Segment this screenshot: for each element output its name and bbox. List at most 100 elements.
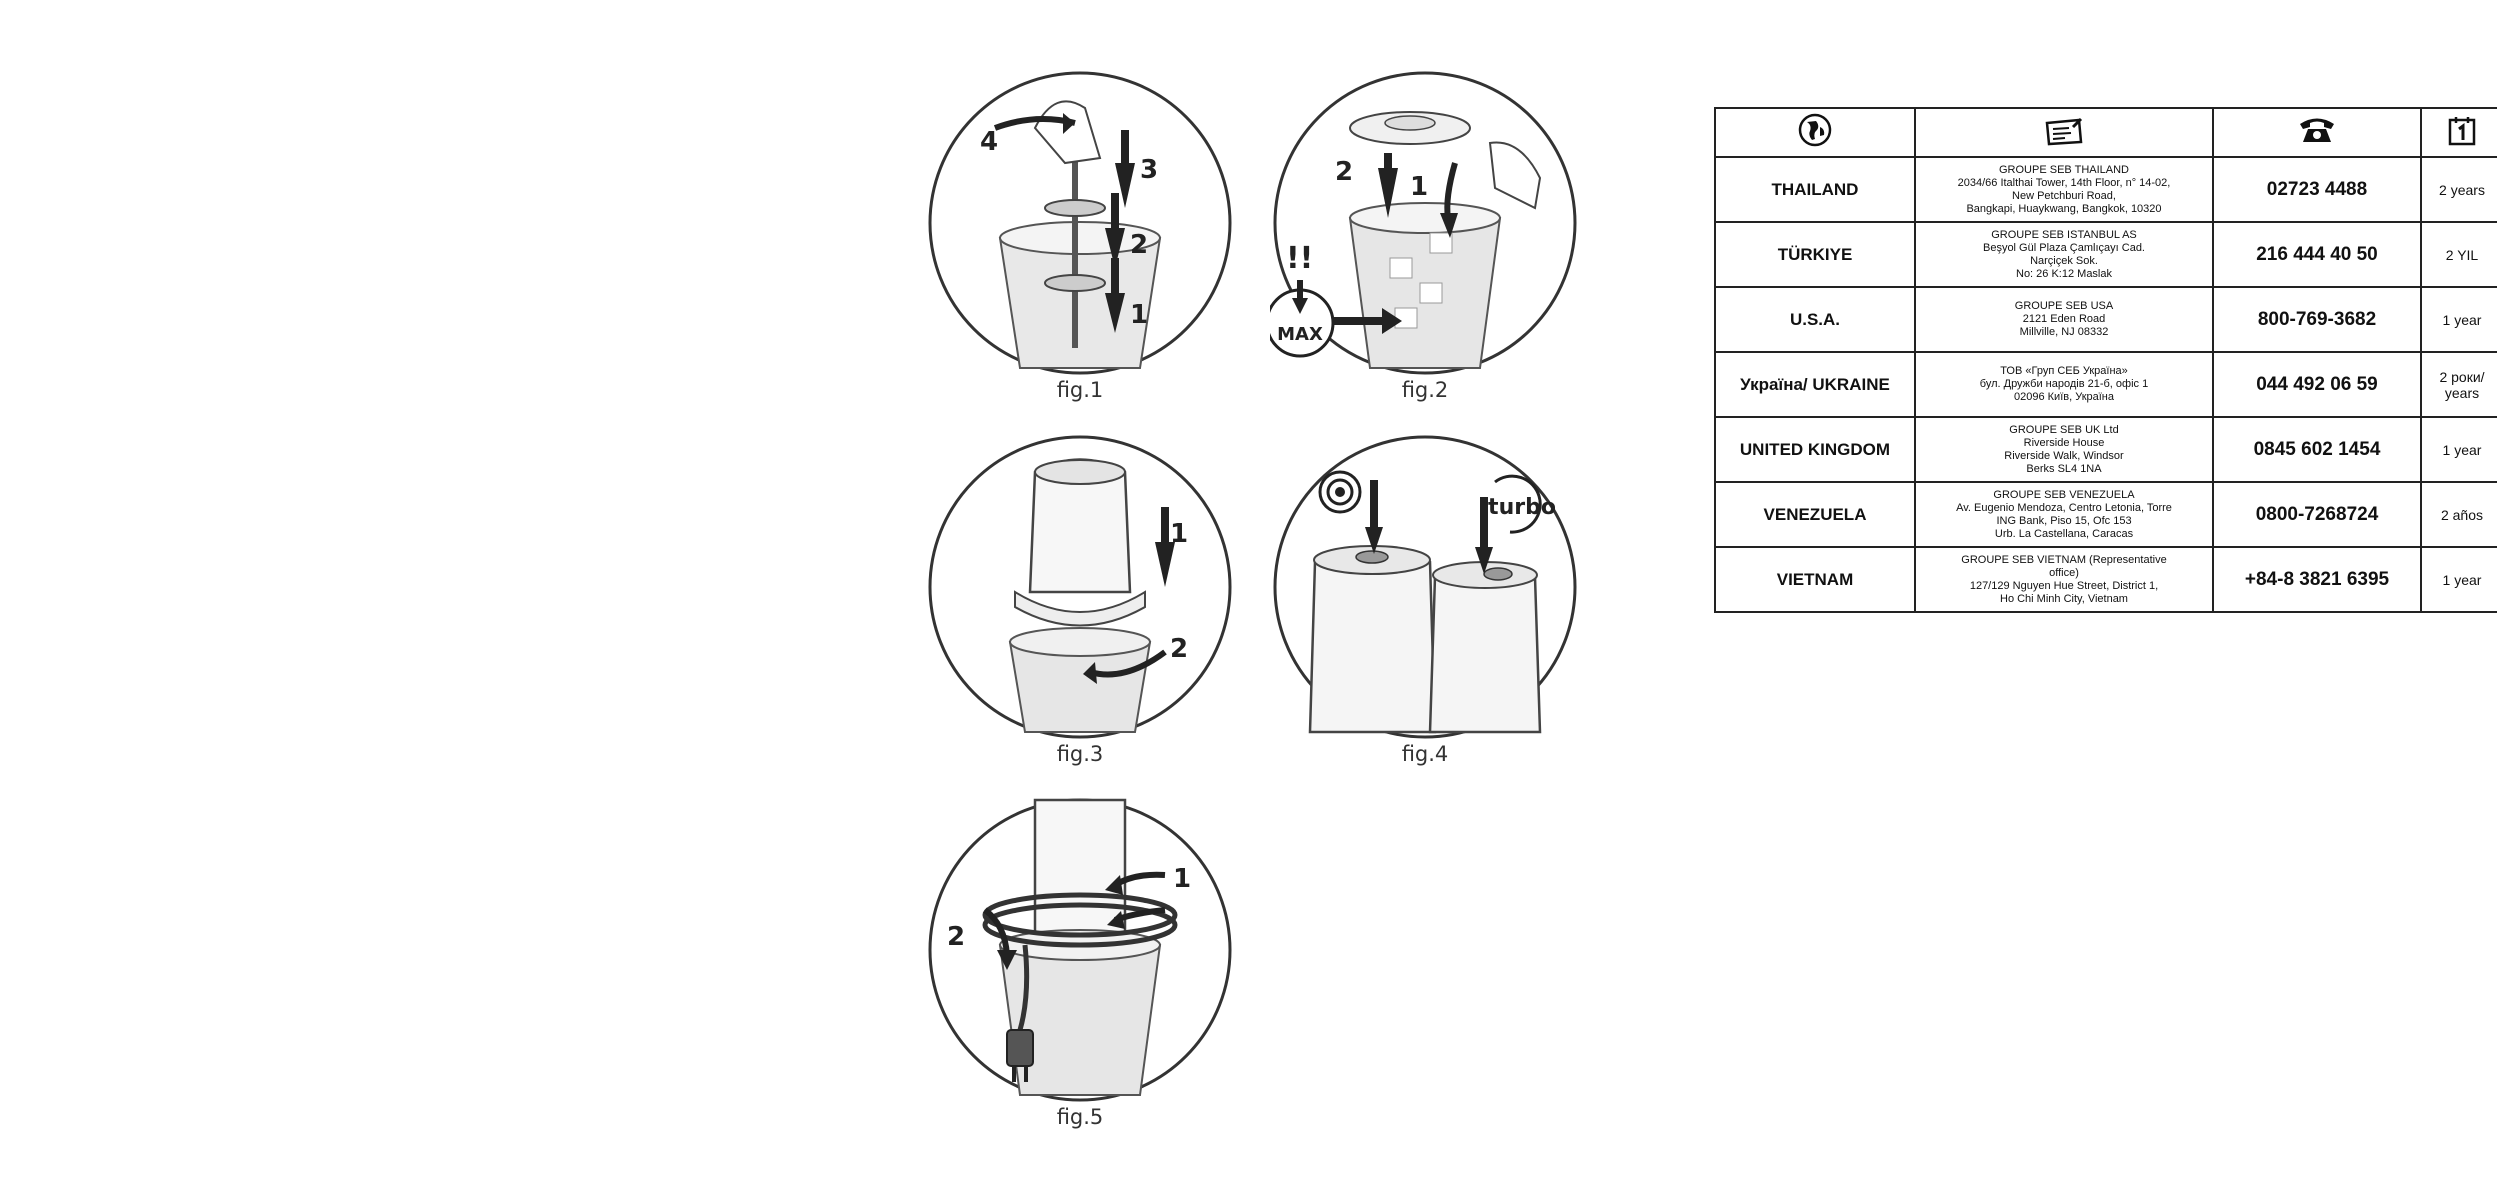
address-line: GROUPE SEB VENEZUELA: [1993, 488, 2135, 501]
fig2-warning: !!: [1286, 241, 1313, 276]
header-warranty: [2420, 107, 2497, 158]
fig2-step-2: 2: [1335, 157, 1353, 187]
figure-4: turbo fig.4: [1270, 432, 1580, 772]
address-line: Bangkapi, Huaykwang, Bangkok, 10320: [1966, 202, 2162, 215]
warranty-cell: 2 years: [2420, 156, 2497, 223]
warranty-cell: 1 year: [2420, 416, 2497, 483]
fig3-caption: fig.3: [1056, 742, 1104, 766]
address-line: бул. Дружби народів 21-б, офіс 1: [1979, 378, 2149, 390]
fig4-turbo-label: turbo: [1488, 495, 1556, 520]
fig3-illustration: 1 2: [928, 435, 1232, 739]
fig2-illustration: 2 1 !! MAX: [1270, 71, 1577, 375]
address-line: New Petchburi Road,: [2012, 189, 2116, 202]
phone-cell: 0800-7268724: [2212, 481, 2422, 548]
address-line: Riverside Walk, Windsor: [2004, 449, 2124, 462]
fig5-step-1: 1: [1173, 864, 1191, 894]
address-line: office): [2049, 566, 2079, 579]
address-line: 02096 Київ, Україна: [2014, 391, 2114, 403]
fig4-caption: fig.4: [1401, 742, 1449, 766]
address-line: Millville, NJ 08332: [2019, 326, 2109, 338]
phone-cell: 0845 602 1454: [2212, 416, 2422, 483]
address-line: GROUPE SEB USA: [2014, 300, 2114, 312]
fig2-step-1: 1: [1410, 172, 1428, 202]
figure-3: 1 2 fig.3: [925, 432, 1235, 772]
country-cell: U.S.A.: [1714, 286, 1916, 353]
address-line: GROUPE SEB VIETNAM (Representative: [1961, 553, 2167, 566]
header-address: [1914, 107, 2214, 158]
fig5-step-2: 2: [947, 922, 965, 952]
address-cell: ТОВ «Груп СЕБ Україна»бул. Дружби народі…: [1914, 351, 2214, 418]
globe-icon: [1798, 113, 1832, 147]
country-cell: UNITED KINGDOM: [1714, 416, 1916, 483]
address-line: Riverside House: [2023, 436, 2105, 449]
fig3-step-1: 1: [1170, 519, 1188, 549]
country-cell: VIETNAM: [1714, 546, 1916, 613]
fig2-caption: fig.2: [1401, 378, 1449, 402]
country-cell: TÜRKIYE: [1714, 221, 1916, 288]
address-line: Av. Eugenio Mendoza, Centro Letonia, Tor…: [1956, 501, 2172, 514]
table-header-row: [1714, 107, 2497, 158]
warranty-cell: 1 year: [2420, 546, 2497, 613]
fig4-illustration: turbo: [1273, 435, 1577, 739]
fig1-step-2: 2: [1130, 230, 1148, 260]
address-line: Urb. La Castellana, Caracas: [1994, 527, 2134, 540]
address-line: ING Bank, Piso 15, Ofc 153: [1996, 514, 2132, 527]
telephone-icon: [2300, 118, 2334, 142]
address-line: 2034/66 Italthai Tower, 14th Floor, n° 1…: [1957, 176, 2171, 189]
phone-cell: 800-769-3682: [2212, 286, 2422, 353]
calendar-one-icon: [2448, 117, 2476, 146]
warranty-cell: 1 year: [2420, 286, 2497, 353]
fig5-illustration: 1 2: [928, 798, 1232, 1102]
address-line: GROUPE SEB ISTANBUL AS: [1991, 228, 2137, 241]
phone-cell: +84-8 3821 6395: [2212, 546, 2422, 613]
address-line: Berks SL4 1NA: [2026, 462, 2102, 475]
figure-1: 4 3 2 1 fig.1: [925, 68, 1235, 408]
fig5-caption: fig.5: [1056, 1105, 1104, 1129]
figure-2: 2 1 !! MAX fig.2: [1270, 68, 1580, 408]
fig1-step-1: 1: [1130, 300, 1148, 330]
fig1-step-3: 3: [1140, 155, 1158, 185]
fig1-caption: fig.1: [1056, 378, 1104, 402]
address-line: 127/129 Nguyen Hue Street, District 1,: [1969, 579, 2159, 592]
phone-cell: 216 444 40 50: [2212, 221, 2422, 288]
phone-cell: 044 492 06 59: [2212, 351, 2422, 418]
address-line: GROUPE SEB UK Ltd: [2009, 423, 2119, 436]
country-cell: Україна/ UKRAINE: [1714, 351, 1916, 418]
warranty-cell: 2 años: [2420, 481, 2497, 548]
address-line: No: 26 K:12 Maslak: [2016, 267, 2112, 280]
address-line: Ho Chi Minh City, Vietnam: [2000, 592, 2128, 605]
figure-5: 1 2 fig.5: [925, 795, 1235, 1135]
fig1-step-4: 4: [980, 127, 998, 157]
country-cell: VENEZUELA: [1714, 481, 1916, 548]
address-line: Narçiçek Sok.: [2030, 254, 2098, 267]
address-line: GROUPE SEB THAILAND: [1999, 163, 2129, 176]
phone-cell: 02723 4488: [2212, 156, 2422, 223]
country-cell: THAILAND: [1714, 156, 1916, 223]
header-country: [1714, 107, 1916, 158]
fig2-max-label: MAX: [1277, 324, 1323, 345]
fig3-step-2: 2: [1170, 634, 1188, 664]
address-card-icon: [2045, 117, 2083, 145]
warranty-cell: 2 YIL: [2420, 221, 2497, 288]
address-line: Beşyol Gül Plaza Çamlıçayı Cad.: [1982, 241, 2145, 254]
warranty-cell: 2 роки/ years: [2420, 351, 2497, 418]
fig1-illustration: 4 3 2 1: [928, 71, 1232, 375]
header-phone: [2212, 107, 2422, 158]
address-line: ТОВ «Груп СЕБ Україна»: [2000, 365, 2128, 377]
